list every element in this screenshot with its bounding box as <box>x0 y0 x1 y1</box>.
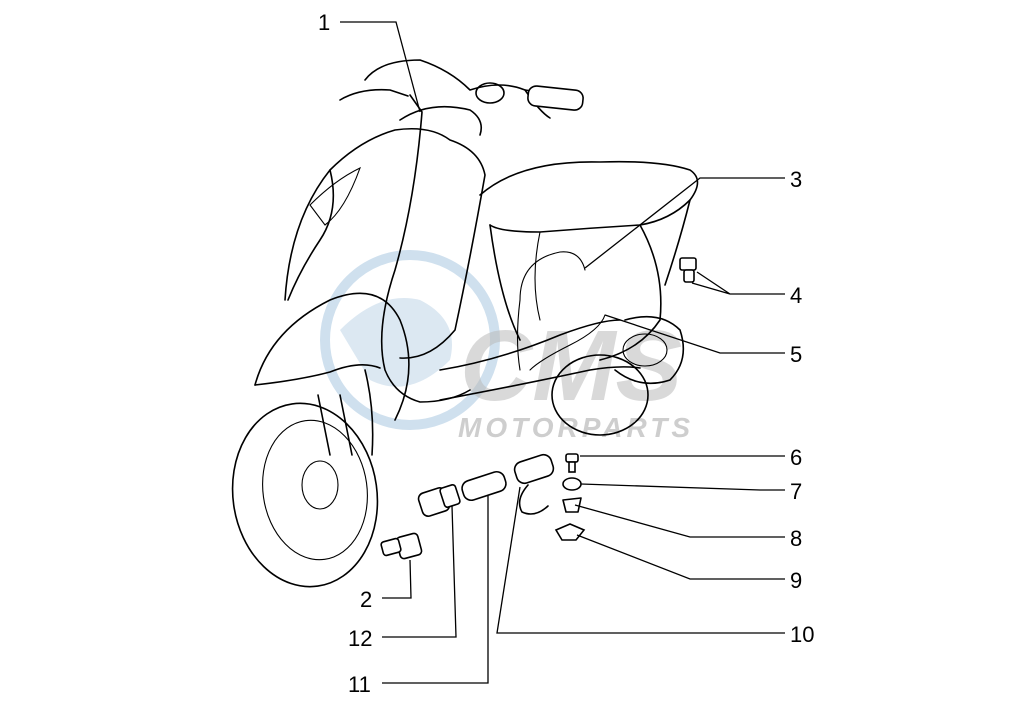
leader-11 <box>382 496 489 684</box>
callout-1: 1 <box>318 10 330 35</box>
part-adjuster-2 <box>380 532 423 560</box>
scooter-drawing <box>231 59 699 588</box>
leader-lines <box>340 21 785 684</box>
callout-labels: 1 2 3 4 5 6 7 8 9 10 11 12 <box>318 10 814 697</box>
leader-1 <box>340 21 421 113</box>
callout-6: 6 <box>790 445 802 470</box>
loose-parts <box>380 453 586 560</box>
part-nut-9 <box>554 523 586 541</box>
leader-7 <box>580 483 785 491</box>
callout-12: 12 <box>348 626 372 651</box>
callout-10: 10 <box>790 622 814 647</box>
part-washer-7 <box>562 477 582 491</box>
callout-7: 7 <box>790 479 802 504</box>
leader-10 <box>496 486 785 634</box>
leader-8 <box>574 504 785 538</box>
leader-12 <box>382 505 457 638</box>
callout-4: 4 <box>790 283 802 308</box>
callout-2: 2 <box>360 587 372 612</box>
leader-9 <box>576 534 785 580</box>
callout-5: 5 <box>790 342 802 367</box>
part-adjuster-12 <box>417 483 461 517</box>
part-screw-6 <box>565 453 579 473</box>
leader-3 <box>584 177 785 269</box>
callout-3: 3 <box>790 167 802 192</box>
watermark-logo: CMS MOTORPARTS <box>320 250 694 443</box>
watermark-globe <box>320 250 500 430</box>
watermark-tagline: MOTORPARTS <box>458 412 694 443</box>
callout-8: 8 <box>790 526 802 551</box>
part-sleeve-11 <box>461 470 507 502</box>
callout-11: 11 <box>348 672 371 697</box>
leader-2 <box>382 559 412 599</box>
callout-9: 9 <box>790 568 802 593</box>
part-clip-8 <box>562 497 582 513</box>
part-fitting-10 <box>513 453 555 515</box>
leader-4 <box>691 271 785 295</box>
leader-5 <box>604 314 785 354</box>
